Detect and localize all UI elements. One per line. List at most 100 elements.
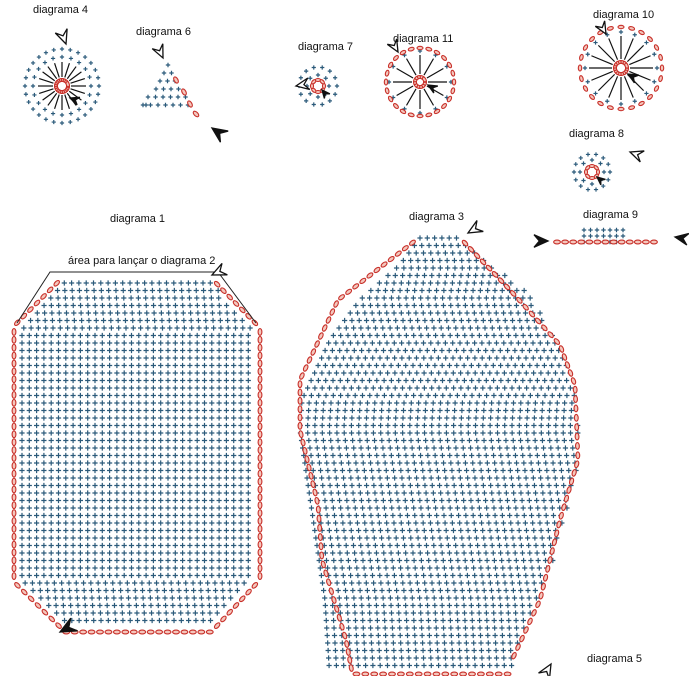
single-crochet-stitch (36, 66, 41, 72)
single-crochet-stitch (376, 310, 383, 316)
single-crochet-stitch (483, 295, 489, 301)
single-crochet-stitch (70, 452, 76, 459)
single-crochet-stitch (209, 302, 215, 309)
single-crochet-stitch (158, 520, 164, 526)
single-crochet-stitch (413, 655, 419, 661)
single-crochet-stitch (77, 497, 83, 504)
single-crochet-stitch (408, 257, 414, 264)
chain-stitch (55, 622, 62, 629)
single-crochet-stitch (128, 452, 135, 459)
single-crochet-stitch (339, 512, 345, 519)
single-crochet-stitch (111, 595, 117, 601)
single-crochet-stitch (554, 437, 560, 444)
single-crochet-stitch (411, 557, 417, 564)
single-crochet-stitch (41, 422, 47, 429)
single-crochet-stitch (323, 452, 329, 459)
single-crochet-stitch (363, 430, 369, 436)
single-crochet-stitch (476, 377, 482, 384)
single-crochet-stitch (93, 317, 99, 324)
single-crochet-stitch (92, 527, 98, 534)
single-crochet-stitch (99, 505, 105, 511)
single-crochet-stitch (116, 325, 122, 331)
single-crochet-stitch (158, 527, 164, 534)
single-crochet-stitch (410, 602, 416, 609)
single-crochet-stitch (330, 550, 336, 556)
single-crochet-stitch (334, 430, 340, 436)
single-crochet-stitch (374, 505, 380, 511)
single-crochet-stitch (245, 377, 251, 384)
single-crochet-stitch (92, 407, 98, 414)
single-crochet-stitch (63, 542, 69, 549)
single-crochet-stitch (187, 490, 193, 496)
single-crochet-stitch (41, 460, 47, 466)
single-crochet-stitch (77, 302, 84, 309)
single-crochet-stitch (406, 662, 412, 669)
single-crochet-stitch (394, 587, 400, 594)
single-crochet-stitch (136, 302, 142, 309)
single-crochet-stitch (618, 101, 624, 107)
chain-stitch (405, 671, 414, 677)
single-crochet-stitch (223, 505, 229, 511)
single-crochet-stitch (180, 430, 186, 436)
single-crochet-stitch (593, 152, 599, 157)
single-crochet-stitch (407, 422, 413, 429)
single-crochet-stitch (223, 355, 229, 361)
single-crochet-stitch (172, 467, 178, 474)
single-crochet-stitch (429, 272, 435, 279)
single-crochet-stitch (121, 535, 127, 541)
single-crochet-stitch (413, 475, 420, 481)
diagram-1-panel (11, 262, 263, 635)
single-crochet-stitch (172, 557, 178, 564)
single-crochet-stitch (475, 595, 481, 601)
single-crochet-stitch (114, 377, 120, 384)
single-crochet-stitch (209, 355, 215, 361)
single-crochet-stitch (490, 602, 496, 609)
single-crochet-stitch (614, 233, 619, 239)
single-crochet-stitch (494, 527, 500, 534)
single-crochet-stitch (508, 647, 514, 654)
single-crochet-stitch (502, 415, 508, 421)
chain-stitch (606, 105, 614, 110)
single-crochet-stitch (107, 302, 113, 309)
single-crochet-stitch (644, 40, 649, 45)
single-crochet-stitch (491, 505, 497, 511)
single-crochet-stitch (355, 662, 361, 669)
single-crochet-stitch (121, 362, 127, 369)
double-crochet-stitch (70, 78, 86, 84)
single-crochet-stitch (543, 512, 549, 519)
single-crochet-stitch (99, 467, 105, 474)
single-crochet-stitch (102, 580, 109, 586)
single-crochet-stitch (216, 557, 222, 564)
single-crochet-stitch (420, 467, 426, 474)
single-crochet-stitch (150, 377, 156, 384)
single-crochet-stitch (389, 302, 395, 309)
single-crochet-stitch (128, 422, 135, 429)
single-crochet-stitch (312, 422, 318, 429)
chain-stitch (239, 595, 246, 603)
single-crochet-stitch (412, 632, 418, 639)
single-crochet-stitch (435, 572, 441, 579)
single-crochet-stitch (581, 161, 586, 166)
single-crochet-stitch (386, 490, 393, 496)
single-crochet-stitch (393, 407, 399, 414)
single-crochet-stitch (446, 602, 453, 609)
single-crochet-stitch (122, 317, 129, 324)
single-crochet-stitch (42, 310, 48, 316)
single-crochet-stitch (107, 377, 113, 384)
single-crochet-stitch (455, 512, 462, 519)
single-crochet-stitch (406, 572, 412, 579)
single-crochet-stitch (187, 535, 193, 541)
single-crochet-stitch (41, 362, 47, 369)
single-crochet-stitch (394, 325, 400, 331)
single-crochet-stitch (388, 295, 395, 301)
single-crochet-stitch (79, 325, 85, 331)
single-crochet-stitch (420, 250, 427, 256)
single-crochet-stitch (496, 490, 502, 496)
single-crochet-stitch (448, 625, 454, 631)
single-crochet-stitch (479, 310, 485, 316)
single-crochet-stitch (339, 640, 345, 646)
chain-stitch (476, 671, 485, 677)
single-crochet-stitch (321, 587, 327, 594)
single-crochet-stitch (486, 475, 493, 481)
single-crochet-stitch (150, 550, 156, 556)
